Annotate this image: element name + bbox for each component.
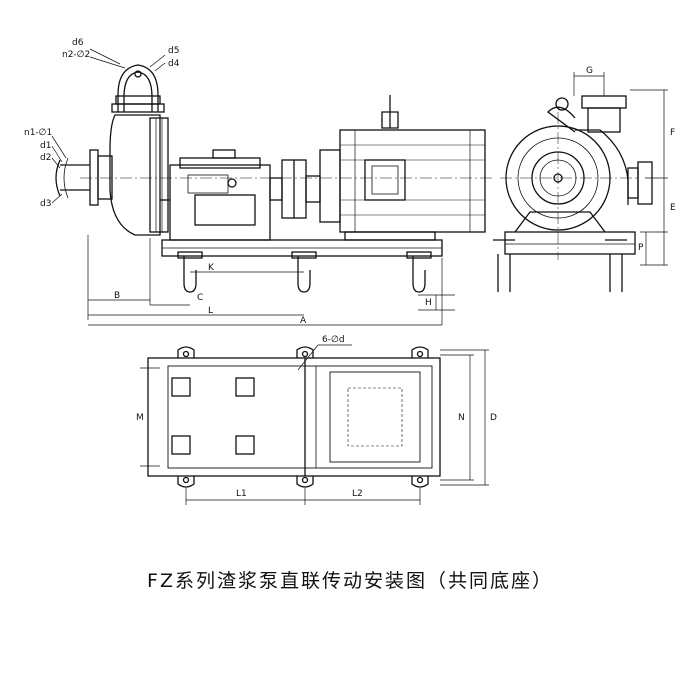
label-l2: L2 — [352, 489, 363, 499]
label-k: K — [208, 263, 215, 273]
label-d1: d1 — [40, 141, 51, 151]
label-e: E — [670, 203, 676, 213]
label-6-phi-d: 6-∅d — [322, 335, 345, 345]
label-d3: d3 — [40, 199, 51, 209]
side-dimensions — [573, 72, 668, 266]
label-b: B — [114, 291, 120, 301]
label-n2-phi2: n2-∅2 — [62, 50, 90, 60]
label-n1-phi1: n1-∅1 — [24, 128, 52, 138]
front-dimensions — [51, 48, 455, 326]
pump-casing — [55, 64, 169, 236]
motor — [319, 95, 486, 241]
label-l: L — [208, 306, 213, 316]
mounting-holes — [177, 346, 429, 488]
label-g: G — [586, 66, 593, 76]
front-view — [51, 48, 495, 326]
label-d4: d4 — [168, 59, 180, 69]
label-d6: d6 — [72, 38, 84, 48]
label-l1: L1 — [236, 489, 247, 499]
label-d: D — [490, 413, 497, 423]
coupling — [269, 159, 321, 219]
foundation-bolts — [177, 251, 432, 293]
bearing-assembly — [160, 149, 271, 241]
label-n: N — [458, 413, 465, 423]
label-c: C — [197, 293, 203, 303]
label-d2: d2 — [40, 153, 51, 163]
label-p: P — [638, 243, 644, 253]
drawing-caption: FZ系列渣浆泵直联传动安装图（共同底座） — [147, 570, 553, 592]
label-a: A — [300, 316, 307, 326]
dimension-labels: d6 n2-∅2 d5 d4 n1-∅1 d1 d2 d3 G F E P K … — [24, 38, 676, 499]
label-f: F — [670, 128, 675, 138]
label-h: H — [425, 298, 432, 308]
label-m: M — [136, 413, 144, 423]
label-d5: d5 — [168, 46, 179, 56]
plan-view — [140, 344, 489, 505]
side-view — [493, 72, 668, 292]
installation-drawing: d6 n2-∅2 d5 d4 n1-∅1 d1 d2 d3 G F E P K … — [24, 38, 676, 505]
plan-dimensions — [140, 344, 489, 505]
plan-base-outer — [147, 357, 441, 477]
